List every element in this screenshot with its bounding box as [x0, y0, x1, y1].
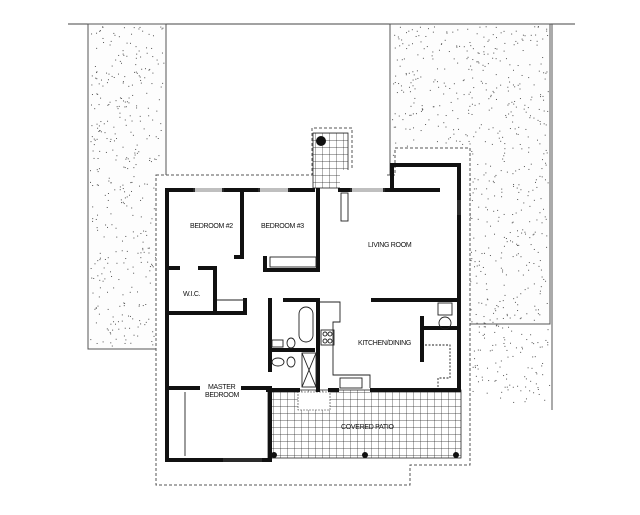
- room-label-master-line2: BEDROOM: [205, 392, 240, 399]
- landscape-left: [87, 23, 167, 350]
- room-label-bedroom2: BEDROOM #2: [190, 223, 233, 230]
- room-label-wic: W.I.C.: [183, 291, 201, 298]
- windows: [193, 188, 461, 462]
- room-label-bedroom3: BEDROOM #3: [261, 223, 304, 230]
- fixtures: [184, 192, 453, 456]
- room-label-kitchen-dining: KITCHEN/DINING: [358, 340, 411, 347]
- walls: [165, 163, 461, 462]
- room-label-covered-patio: COVERED PATIO: [341, 424, 394, 431]
- room-label-living-room: LIVING ROOM: [368, 242, 412, 249]
- column-icon: [316, 136, 326, 146]
- room-label-master-line1: MASTER: [208, 384, 236, 391]
